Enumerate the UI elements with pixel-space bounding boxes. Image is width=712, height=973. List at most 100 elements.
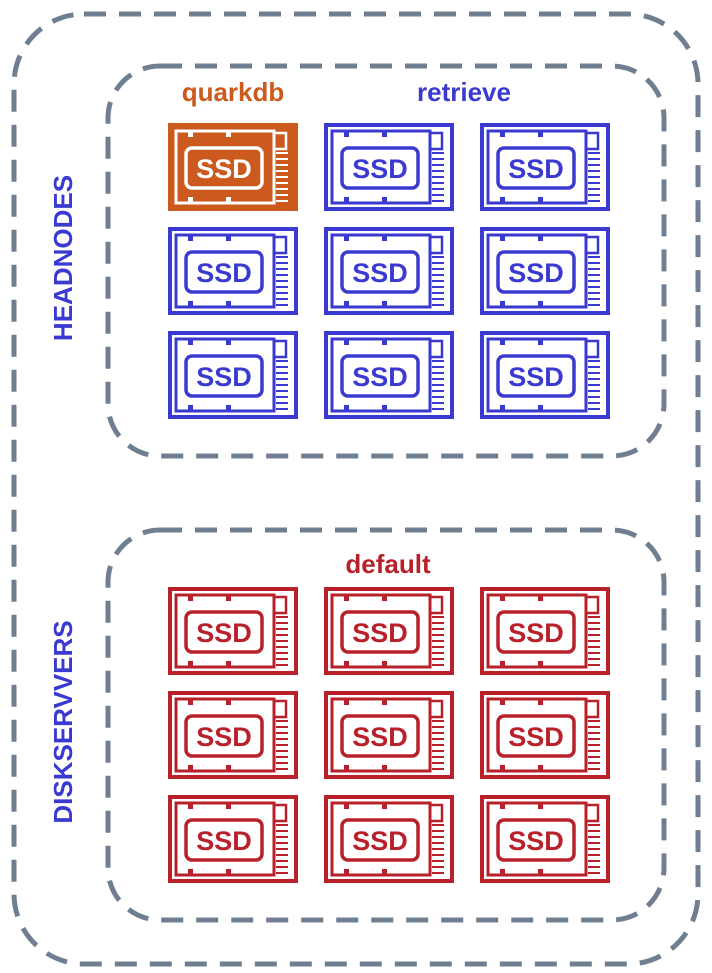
ssd-mount-tab: [226, 803, 231, 809]
ssd-chip: [496, 146, 576, 190]
ssd-icon-diskservers-0-2: SSD: [480, 587, 610, 675]
ssd-mount-tab: [344, 803, 349, 809]
ssd-chip: [340, 354, 420, 398]
retrieve-group-label: retrieve: [417, 77, 511, 107]
ssd-icon-headnodes-0-2: SSD: [480, 123, 610, 211]
ssd-notch: [272, 235, 288, 255]
ssd-mount-tab: [382, 699, 387, 705]
ssd-chip: [496, 818, 576, 862]
ssd-notch: [272, 131, 288, 151]
ssd-notch: [272, 339, 288, 359]
ssd-mount-tab: [500, 235, 505, 241]
headnodes-frame: [105, 63, 667, 459]
ssd-notch: [272, 699, 288, 719]
ssd-notch: [584, 803, 600, 823]
ssd-board-frame: [486, 233, 588, 309]
ssd-notch: [428, 339, 444, 359]
ssd-icon-headnodes-2-1: SSD: [324, 331, 454, 419]
ssd-mount-tab: [500, 869, 505, 875]
ssd-icon-diskservers-2-0: SSD: [168, 795, 298, 883]
ssd-mount-tab: [382, 595, 387, 601]
ssd-chip: [184, 146, 264, 190]
ssd-label: SSD: [352, 258, 408, 288]
ssd-label: SSD: [508, 362, 564, 392]
ssd-mount-tab: [538, 301, 543, 307]
ssd-label: SSD: [196, 722, 252, 752]
ssd-icon-headnodes-1-2: SSD: [480, 227, 610, 315]
ssd-mount-tab: [382, 661, 387, 667]
ssd-icon-headnodes-2-2: SSD: [480, 331, 610, 419]
ssd-chip: [184, 714, 264, 758]
ssd-mount-tab: [382, 765, 387, 771]
ssd-chip: [340, 610, 420, 654]
ssd-chip: [496, 250, 576, 294]
ssd-mount-tab: [538, 235, 543, 241]
ssd-icon-diskservers-1-2: SSD: [480, 691, 610, 779]
diskservers-frame: [105, 527, 667, 923]
ssd-mount-tab: [382, 131, 387, 137]
ssd-mount-tab: [500, 197, 505, 203]
ssd-mount-tab: [382, 869, 387, 875]
ssd-board-frame: [486, 593, 588, 669]
quarkdb-group-label: quarkdb: [182, 77, 285, 107]
ssd-mount-tab: [226, 301, 231, 307]
ssd-mount-tab: [344, 131, 349, 137]
ssd-mount-tab: [344, 197, 349, 203]
ssd-chip: [340, 818, 420, 862]
ssd-mount-tab: [188, 595, 193, 601]
ssd-mount-tab: [344, 765, 349, 771]
ssd-mount-tab: [226, 339, 231, 345]
ssd-mount-tab: [344, 699, 349, 705]
ssd-chip: [496, 354, 576, 398]
ssd-mount-tab: [500, 131, 505, 137]
ssd-mount-tab: [382, 197, 387, 203]
ssd-label: SSD: [352, 154, 408, 184]
ssd-mount-tab: [538, 803, 543, 809]
ssd-mount-tab: [344, 301, 349, 307]
ssd-notch: [272, 803, 288, 823]
ssd-mount-tab: [188, 197, 193, 203]
ssd-chip: [184, 250, 264, 294]
ssd-board-frame: [486, 697, 588, 773]
ssd-board-frame: [330, 697, 432, 773]
ssd-mount-tab: [226, 661, 231, 667]
ssd-mount-tab: [382, 235, 387, 241]
ssd-mount-tab: [500, 765, 505, 771]
ssd-icon-headnodes-1-0: SSD: [168, 227, 298, 315]
ssd-board-frame: [174, 801, 276, 877]
ssd-mount-tab: [538, 595, 543, 601]
ssd-chip: [184, 610, 264, 654]
ssd-mount-tab: [188, 301, 193, 307]
ssd-mount-tab: [538, 197, 543, 203]
ssd-label: SSD: [196, 154, 252, 184]
ssd-chip: [340, 146, 420, 190]
ssd-mount-tab: [188, 803, 193, 809]
ssd-mount-tab: [382, 803, 387, 809]
ssd-label: SSD: [352, 722, 408, 752]
ssd-notch: [584, 699, 600, 719]
ssd-icon-diskservers-1-0: SSD: [168, 691, 298, 779]
ssd-mount-tab: [188, 405, 193, 411]
ssd-label: SSD: [352, 826, 408, 856]
ssd-chip: [340, 714, 420, 758]
ssd-icon-diskservers-0-0: SSD: [168, 587, 298, 675]
ssd-notch: [584, 131, 600, 151]
ssd-mount-tab: [188, 131, 193, 137]
ssd-chip: [184, 818, 264, 862]
ssd-mount-tab: [538, 661, 543, 667]
ssd-icon-diskservers-2-2: SSD: [480, 795, 610, 883]
ssd-mount-tab: [226, 131, 231, 137]
ssd-mount-tab: [344, 235, 349, 241]
ssd-label: SSD: [352, 362, 408, 392]
ssd-notch: [584, 595, 600, 615]
ssd-mount-tab: [538, 699, 543, 705]
ssd-mount-tab: [382, 301, 387, 307]
ssd-mount-tab: [188, 661, 193, 667]
ssd-label: SSD: [508, 826, 564, 856]
default-group-label: default: [345, 549, 431, 579]
ssd-mount-tab: [188, 339, 193, 345]
ssd-board-frame: [174, 129, 276, 205]
ssd-mount-tab: [538, 339, 543, 345]
